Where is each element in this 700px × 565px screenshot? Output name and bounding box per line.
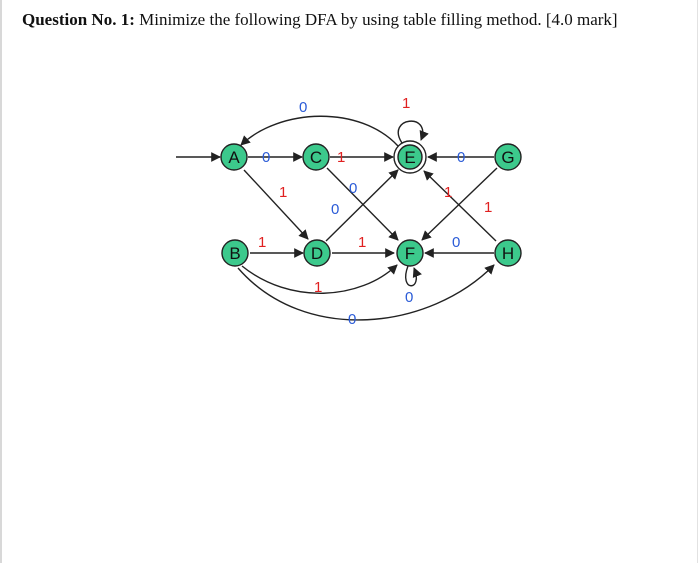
- state-c-label: C: [310, 148, 322, 167]
- label-b-d: 1: [258, 234, 266, 251]
- state-e-label: E: [404, 148, 415, 167]
- transitions: [237, 115, 498, 321]
- question-text: Question No. 1: Minimize the following D…: [22, 10, 618, 30]
- state-b: B: [221, 239, 249, 267]
- label-e-self: 1: [402, 95, 410, 112]
- label-g-f: 1: [484, 199, 492, 216]
- state-a: A: [220, 143, 248, 171]
- edge-f-self: [405, 265, 422, 287]
- label-a-c: 0: [262, 149, 270, 166]
- label-h-e: 1: [444, 184, 452, 201]
- state-a-label: A: [228, 148, 240, 167]
- label-e-a: 0: [299, 99, 307, 116]
- edge-d-e: [325, 169, 399, 242]
- edge-h-e: [423, 170, 497, 242]
- label-c-e: 1: [337, 149, 345, 166]
- label-f-self: 0: [405, 289, 413, 306]
- label-g-e: 0: [457, 149, 465, 166]
- state-d: D: [303, 239, 331, 267]
- label-d-e: 0: [331, 201, 339, 218]
- label-d-f: 1: [358, 234, 366, 251]
- label-c-f: 0: [349, 180, 357, 197]
- edge-a-d: [243, 169, 309, 240]
- label-b-h: 0: [348, 311, 356, 328]
- edge-c-f: [326, 167, 399, 241]
- edge-b-h: [237, 264, 495, 321]
- state-g: G: [494, 143, 522, 171]
- state-e: E: [393, 140, 427, 174]
- state-b-label: B: [229, 244, 240, 263]
- label-b-f: 1: [314, 279, 322, 296]
- edge-e-self: [397, 120, 429, 144]
- label-a-d: 1: [279, 184, 287, 201]
- state-f-label: F: [405, 244, 415, 263]
- state-d-label: D: [311, 244, 323, 263]
- label-h-f: 0: [452, 234, 460, 251]
- edge-labels: 0 1 0 1 0 0 1 0 1 1 1 1 0 1 0 0: [258, 95, 492, 328]
- state-g-label: G: [501, 148, 514, 167]
- state-h-label: H: [502, 244, 514, 263]
- edge-g-f: [421, 167, 498, 241]
- state-c: C: [302, 143, 330, 171]
- question-number: Question No. 1:: [22, 10, 135, 29]
- edge-e-a: [240, 115, 399, 147]
- states: A C E G B D F H: [220, 140, 522, 267]
- question-body: Minimize the following DFA by using tabl…: [134, 10, 618, 29]
- state-h: H: [494, 239, 522, 267]
- edge-b-f: [241, 264, 398, 294]
- state-f: F: [396, 239, 424, 267]
